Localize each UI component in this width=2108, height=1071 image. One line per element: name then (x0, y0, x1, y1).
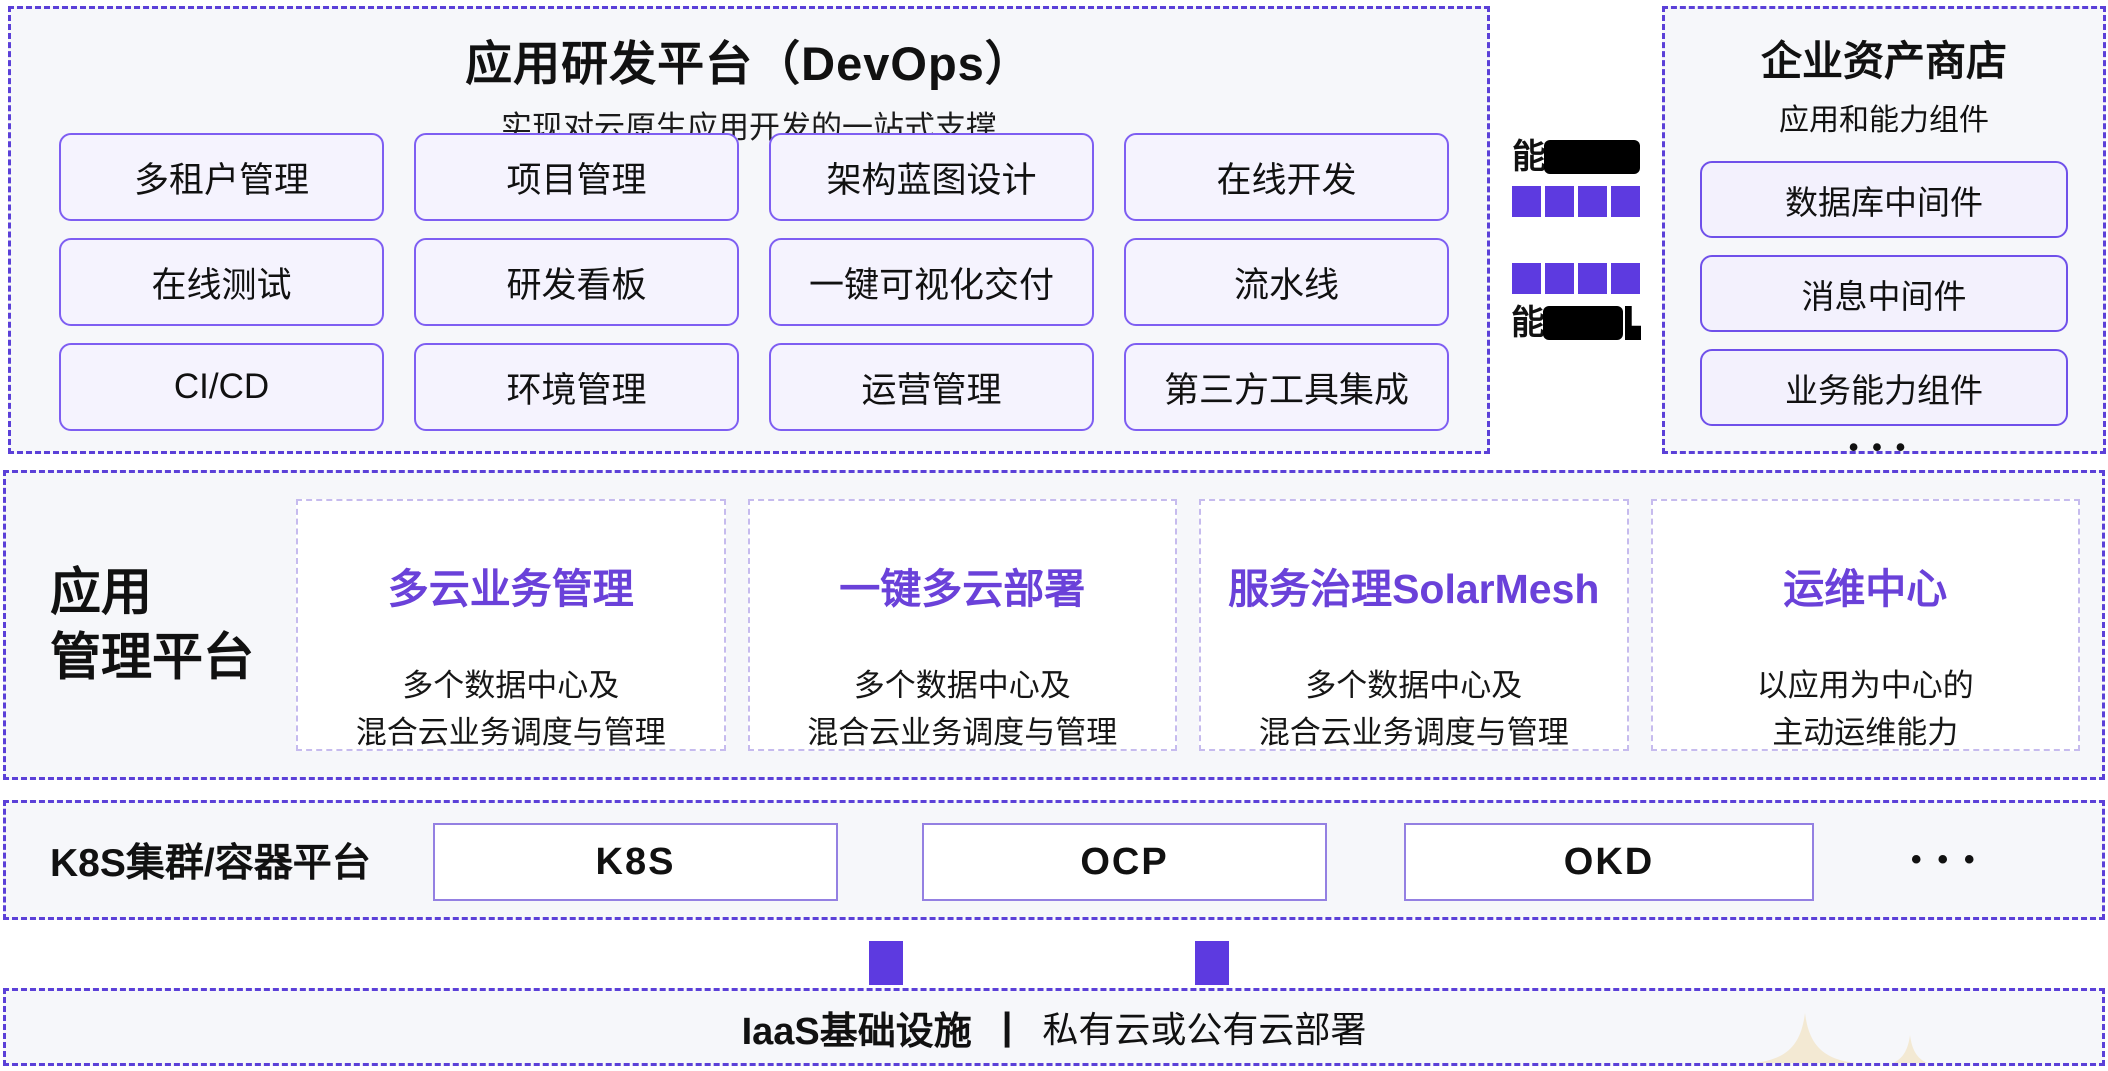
capability-bridge: 能 能 (1490, 6, 1662, 454)
mgmt-card-multicloud-business: 多云业务管理 多个数据中心及 混合云业务调度与管理 (296, 499, 726, 751)
feature-box: 运营管理 (769, 343, 1094, 431)
ellipsis-more: ••• (1911, 843, 1991, 876)
ellipsis-more: ••• (1848, 432, 1920, 462)
sparkle-icon (1755, 1013, 1855, 1063)
dashed-arrow-right-icon (1512, 186, 1640, 217)
iaas-separator: | (1001, 1005, 1013, 1048)
container-platform-label: K8S集群/容器平台 (50, 842, 371, 885)
capability-label-bottom: 能 (1511, 306, 1641, 340)
capability-label-bottom-char: 能 (1511, 304, 1545, 342)
iaas-label: IaaS基础设施 (741, 1010, 972, 1053)
app-management-label-line2: 管理平台 (50, 629, 255, 686)
mgmt-card-desc: 多个数据中心及 混合云业务调度与管理 (355, 668, 666, 750)
feature-box: 架构蓝图设计 (769, 133, 1094, 221)
mgmt-card-title: 运维中心 (1783, 566, 1948, 612)
asset-item: 数据库中间件 (1700, 161, 2068, 238)
feature-box: 在线开发 (1124, 133, 1449, 221)
asset-store-panel: 企业资产商店 应用和能力组件 数据库中间件 消息中间件 业务能力组件 ••• (1662, 6, 2106, 462)
connector-square-icon (1195, 941, 1229, 985)
asset-store-subtitle: 应用和能力组件 (1779, 104, 1989, 137)
connector-square-icon (869, 941, 903, 985)
feature-box: CI/CD (59, 343, 384, 431)
feature-box: 在线测试 (59, 238, 384, 326)
iaas-desc: 私有云或公有云部署 (1042, 1009, 1367, 1050)
devops-panel-title: 应用研发平台（DevOps） (465, 37, 1033, 90)
devops-feature-grid: 多租户管理 项目管理 架构蓝图设计 在线开发 在线测试 研发看板 一键可视化交付… (59, 133, 1449, 431)
container-platform-band: K8S集群/容器平台 K8S OCP OKD ••• (3, 800, 2105, 920)
feature-box: 环境管理 (414, 343, 739, 431)
mgmt-card-desc: 多个数据中心及 混合云业务调度与管理 (1258, 668, 1569, 750)
devops-platform-panel: 应用研发平台（DevOps） 实现对云原生应用开发的一站式支撑 多租户管理 项目… (8, 6, 1490, 454)
app-management-band: 应用 管理平台 多云业务管理 多个数据中心及 混合云业务调度与管理 一键多云部署… (3, 470, 2105, 780)
app-management-label: 应用 管理平台 (50, 560, 254, 691)
asset-store-title: 企业资产商店 (1761, 38, 2007, 84)
sparkle-icon (1892, 1035, 1928, 1063)
capability-label-top-char: 能 (1512, 138, 1546, 176)
feature-box: 一键可视化交付 (769, 238, 1094, 326)
mgmt-card-title: 多云业务管理 (387, 566, 634, 612)
mgmt-card-desc: 多个数据中心及 混合云业务调度与管理 (807, 668, 1118, 750)
mgmt-card-solarmesh: 服务治理SolarMesh 多个数据中心及 混合云业务调度与管理 (1199, 499, 1629, 751)
feature-box: 研发看板 (414, 238, 739, 326)
cluster-box-ocp: OCP (922, 823, 1327, 901)
mgmt-card-ops-center: 运维中心 以应用为中心的 主动运维能力 (1650, 499, 2080, 751)
feature-box: 流水线 (1124, 238, 1449, 326)
tofu-glyph-tail (1625, 306, 1641, 340)
mgmt-card-title: 服务治理SolarMesh (1228, 566, 1600, 612)
feature-box: 第三方工具集成 (1124, 343, 1449, 431)
feature-box: 项目管理 (414, 133, 739, 221)
asset-item: 业务能力组件 (1700, 349, 2068, 426)
app-management-label-line1: 应用 (50, 563, 153, 621)
mgmt-card-oneclick-deploy: 一键多云部署 多个数据中心及 混合云业务调度与管理 (747, 499, 1177, 751)
mgmt-card-desc: 以应用为中心的 主动运维能力 (1756, 668, 1974, 750)
asset-item: 消息中间件 (1700, 255, 2068, 332)
dashed-arrow-left-icon (1512, 263, 1640, 294)
cluster-box-k8s: K8S (433, 823, 838, 901)
tofu-glyph-block (1543, 306, 1623, 340)
cluster-box-okd: OKD (1404, 823, 1814, 901)
capability-label-top: 能 (1512, 140, 1640, 174)
iaas-band: IaaS基础设施 | 私有云或公有云部署 (3, 988, 2105, 1066)
app-management-cards: 多云业务管理 多个数据中心及 混合云业务调度与管理 一键多云部署 多个数据中心及… (296, 499, 2080, 751)
tofu-glyph-block (1544, 140, 1640, 174)
mgmt-card-title: 一键多云部署 (839, 566, 1086, 612)
feature-box: 多租户管理 (59, 133, 384, 221)
